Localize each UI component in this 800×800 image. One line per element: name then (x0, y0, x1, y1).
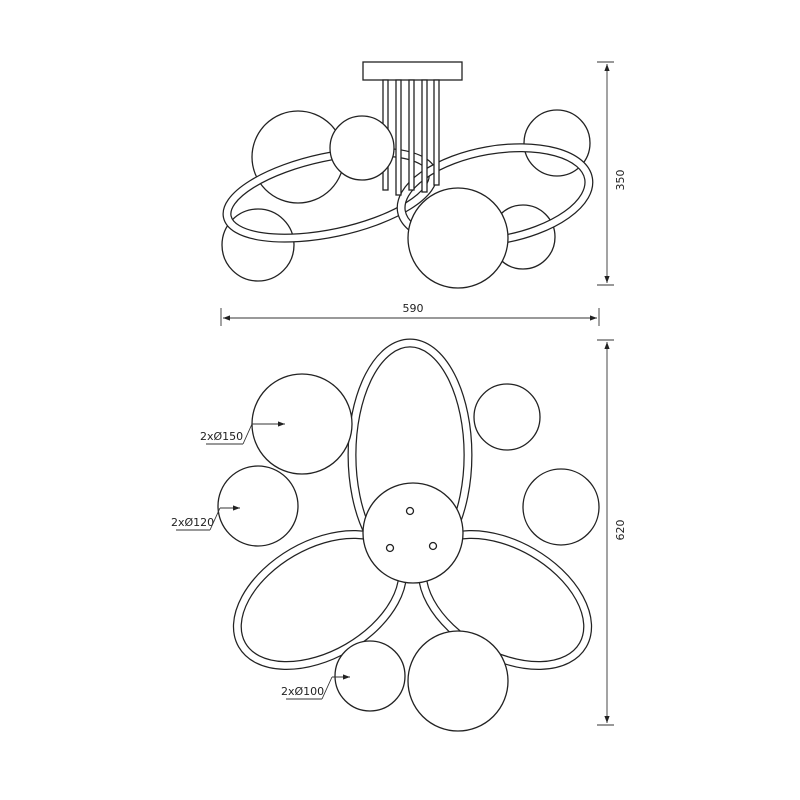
side-arms (222, 143, 594, 247)
globe-small-bottom-left (334, 640, 406, 712)
height-label: 350 (614, 170, 627, 191)
callout-globe-medium: 2xØ120 (171, 505, 240, 531)
callout-label: 2xØ150 (200, 430, 243, 443)
callout-globe-small: 2xØ100 (281, 674, 350, 700)
width-label: 590 (403, 302, 424, 315)
dimension-height: 350 (597, 61, 627, 286)
globe-medium-center (329, 115, 395, 181)
depth-label: 620 (614, 520, 627, 541)
dimension-depth: 620 (597, 339, 627, 726)
top-view (217, 338, 600, 732)
screw-hole (385, 543, 395, 553)
globe-medium-right (522, 468, 600, 546)
globe-large-bottom (407, 630, 509, 732)
callout-label: 2xØ120 (171, 516, 214, 529)
callout-globe-large: 2xØ150 (200, 421, 285, 445)
ceiling-plate (362, 61, 463, 81)
side-view (221, 61, 594, 289)
globe-medium-left (217, 465, 299, 547)
ceiling-canopy (362, 482, 464, 584)
globe-small-top-right (473, 383, 541, 451)
dimension-width: 590 (220, 302, 600, 326)
screw-hole (405, 506, 415, 516)
screw-hole (428, 541, 438, 551)
callout-label: 2xØ100 (281, 685, 324, 698)
globe-large-right (407, 187, 509, 289)
